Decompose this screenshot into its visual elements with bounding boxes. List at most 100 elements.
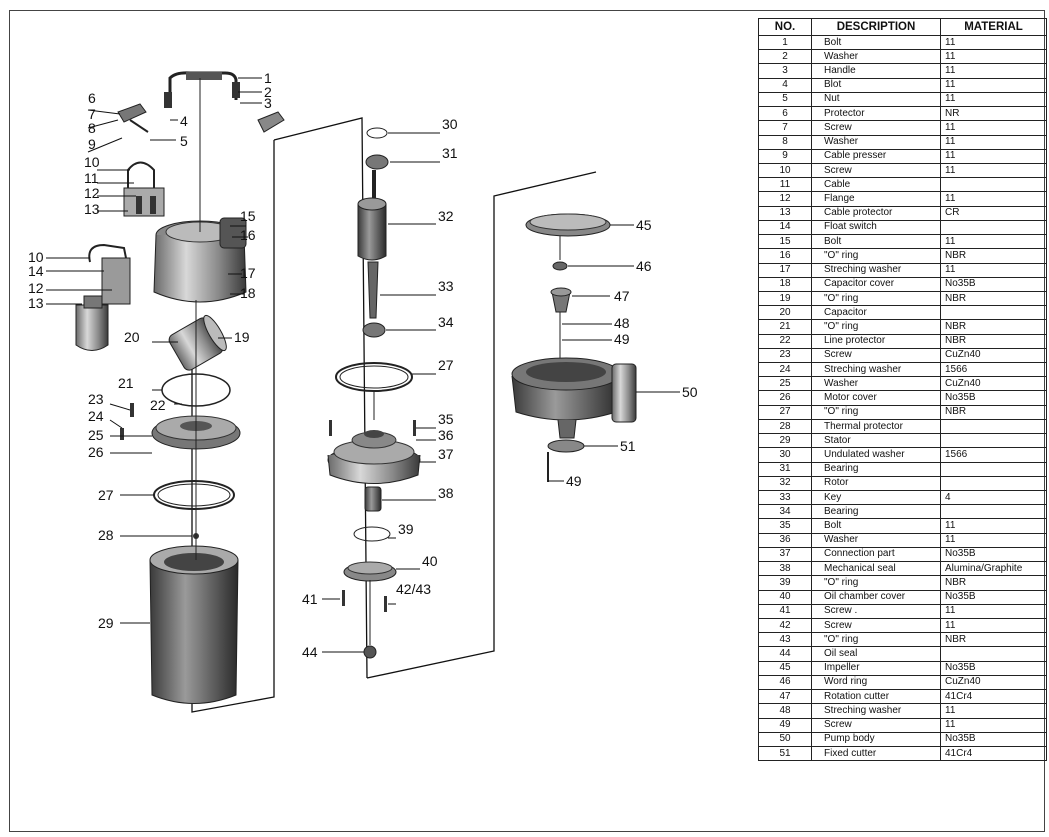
callout-39: 39 [398,521,414,537]
part-number-cell: 25 [758,376,812,392]
part-material-cell [940,433,1047,449]
part-material-cell: 11 [940,134,1047,150]
left-assembly [75,71,285,704]
part-material-cell: NBR [940,333,1047,349]
part-number-cell: 28 [758,418,812,435]
part-number-cell: 42 [758,617,812,634]
callout-44: 44 [302,644,318,660]
part-number-cell: 22 [758,333,812,349]
part-number-cell: 46 [758,674,812,691]
part-material-cell: Alumina/Graphite [940,561,1047,577]
part-description-cell: Key [811,489,941,506]
callout-41: 41 [302,591,318,607]
part-description-cell: Float switch [811,219,941,236]
part-number-cell: 11 [758,177,812,193]
callout-15: 15 [240,208,256,224]
callout-11: 11 [84,170,99,186]
part-description-cell: Blot [811,77,941,93]
part-material-cell: 11 [940,262,1047,278]
callout-3: 3 [264,95,272,111]
part-description-cell: Connection part [811,546,941,563]
part-number-cell: 39 [758,575,812,591]
part-number-cell: 36 [758,532,812,548]
callout-30: 30 [442,116,458,132]
part-number-cell: 15 [758,234,812,250]
part-number-cell: 19 [758,290,812,307]
part-number-cell: 26 [758,390,812,406]
callout-29: 29 [98,615,114,631]
part-number-cell: 2 [758,49,812,65]
part-number-cell: 17 [758,262,812,278]
part-material-cell: No35B [940,731,1047,747]
callout-20: 20 [124,329,140,345]
part-description-cell: Washer [811,49,941,65]
part-material-cell [940,305,1047,321]
part-material-cell: 11 [940,532,1047,548]
part-number-cell: 40 [758,589,812,605]
part-description-cell: Word ring [811,674,941,691]
part-number-cell: 27 [758,404,812,420]
callout-32: 32 [438,208,454,224]
part-description-cell: "O" ring [811,404,941,420]
part-material-cell [940,475,1047,492]
part-description-cell: Rotation cutter [811,689,941,705]
part-material-cell: 11 [940,717,1047,733]
part-material-cell: 11 [940,49,1047,65]
part-description-cell: Oil seal [811,646,941,662]
callout-26: 26 [88,444,104,460]
part-description-cell: Washer [811,376,941,392]
part-material-cell [940,177,1047,193]
part-description-cell: Rotor [811,475,941,492]
part-material-cell: 11 [940,617,1047,634]
callout-9: 9 [88,136,96,152]
part-description-cell: Line protector [811,333,941,349]
part-number-cell: 7 [758,120,812,136]
callout-31: 31 [442,145,458,161]
part-material-cell [940,219,1047,236]
header-no: NO. [758,18,812,36]
part-description-cell: Screw [811,120,941,136]
part-description-cell: Motor cover [811,390,941,406]
callout-16: 16 [240,227,256,243]
part-number-cell: 13 [758,205,812,221]
callout-45: 45 [636,217,652,233]
part-material-cell: CuZn40 [940,347,1047,364]
callout-17: 17 [240,265,256,281]
part-description-cell: Flange [811,191,941,207]
part-number-cell: 31 [758,461,812,477]
part-description-cell: Cable [811,177,941,193]
part-number-cell: 10 [758,162,812,179]
callout-18: 18 [240,285,256,301]
table-header-row: NO. DESCRIPTION MATERIAL [758,18,1047,36]
callout-46: 46 [636,258,652,274]
leader-lines [46,77,680,653]
part-description-cell: Bolt [811,234,941,250]
callout-13-top: 13 [84,201,100,217]
part-number-cell: 47 [758,689,812,705]
part-number-cell: 4 [758,77,812,93]
part-description-cell: Streching washer [811,703,941,719]
part-number-cell: 50 [758,731,812,747]
part-description-cell: Streching washer [811,262,941,278]
part-material-cell: 11 [940,703,1047,719]
callout-25: 25 [88,427,104,443]
callout-47: 47 [614,288,630,304]
callout-36: 36 [438,427,454,443]
part-material-cell: NBR [940,290,1047,307]
part-material-cell [940,646,1047,662]
